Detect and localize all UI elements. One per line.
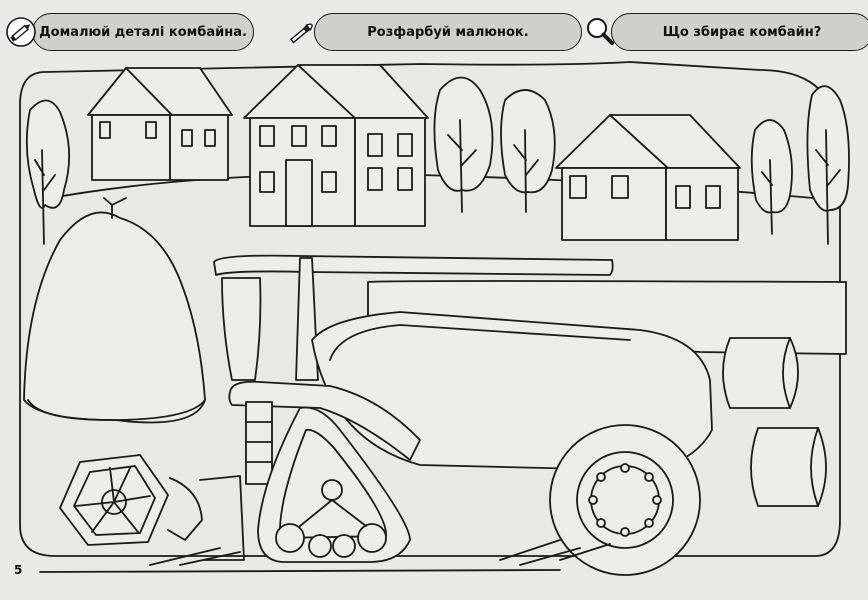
- task-what-harvests-label: Що збирає комбайн?: [611, 13, 868, 51]
- magnifier-icon: [587, 18, 614, 45]
- house-1: [87, 67, 233, 181]
- pencil-icon: [6, 17, 36, 47]
- task-draw-details: Домалюй деталі комбайна.: [4, 12, 254, 52]
- hay-bale-2: [750, 427, 827, 507]
- task-color-picture-label: Розфарбуй малюнок.: [314, 13, 582, 51]
- reel-wheel: [59, 454, 203, 546]
- tree-right-2: [806, 85, 850, 245]
- house-2: [243, 64, 429, 227]
- harvester: [59, 254, 847, 576]
- house-3: [555, 114, 741, 241]
- tree-middle-1: [433, 76, 494, 213]
- task-color-picture: Розфарбуй малюнок.: [286, 12, 582, 52]
- tree-middle-2: [500, 89, 556, 213]
- haystack: [23, 197, 206, 424]
- hay-bale-1: [722, 337, 799, 409]
- tree-left: [25, 99, 71, 245]
- paintbrush-icon: [290, 23, 313, 44]
- task-draw-details-label: Домалюй деталі комбайна.: [32, 13, 254, 51]
- tree-right-1: [750, 119, 793, 235]
- task-what-harvests: Що збирає комбайн?: [583, 12, 868, 52]
- page-number: 5: [14, 563, 23, 577]
